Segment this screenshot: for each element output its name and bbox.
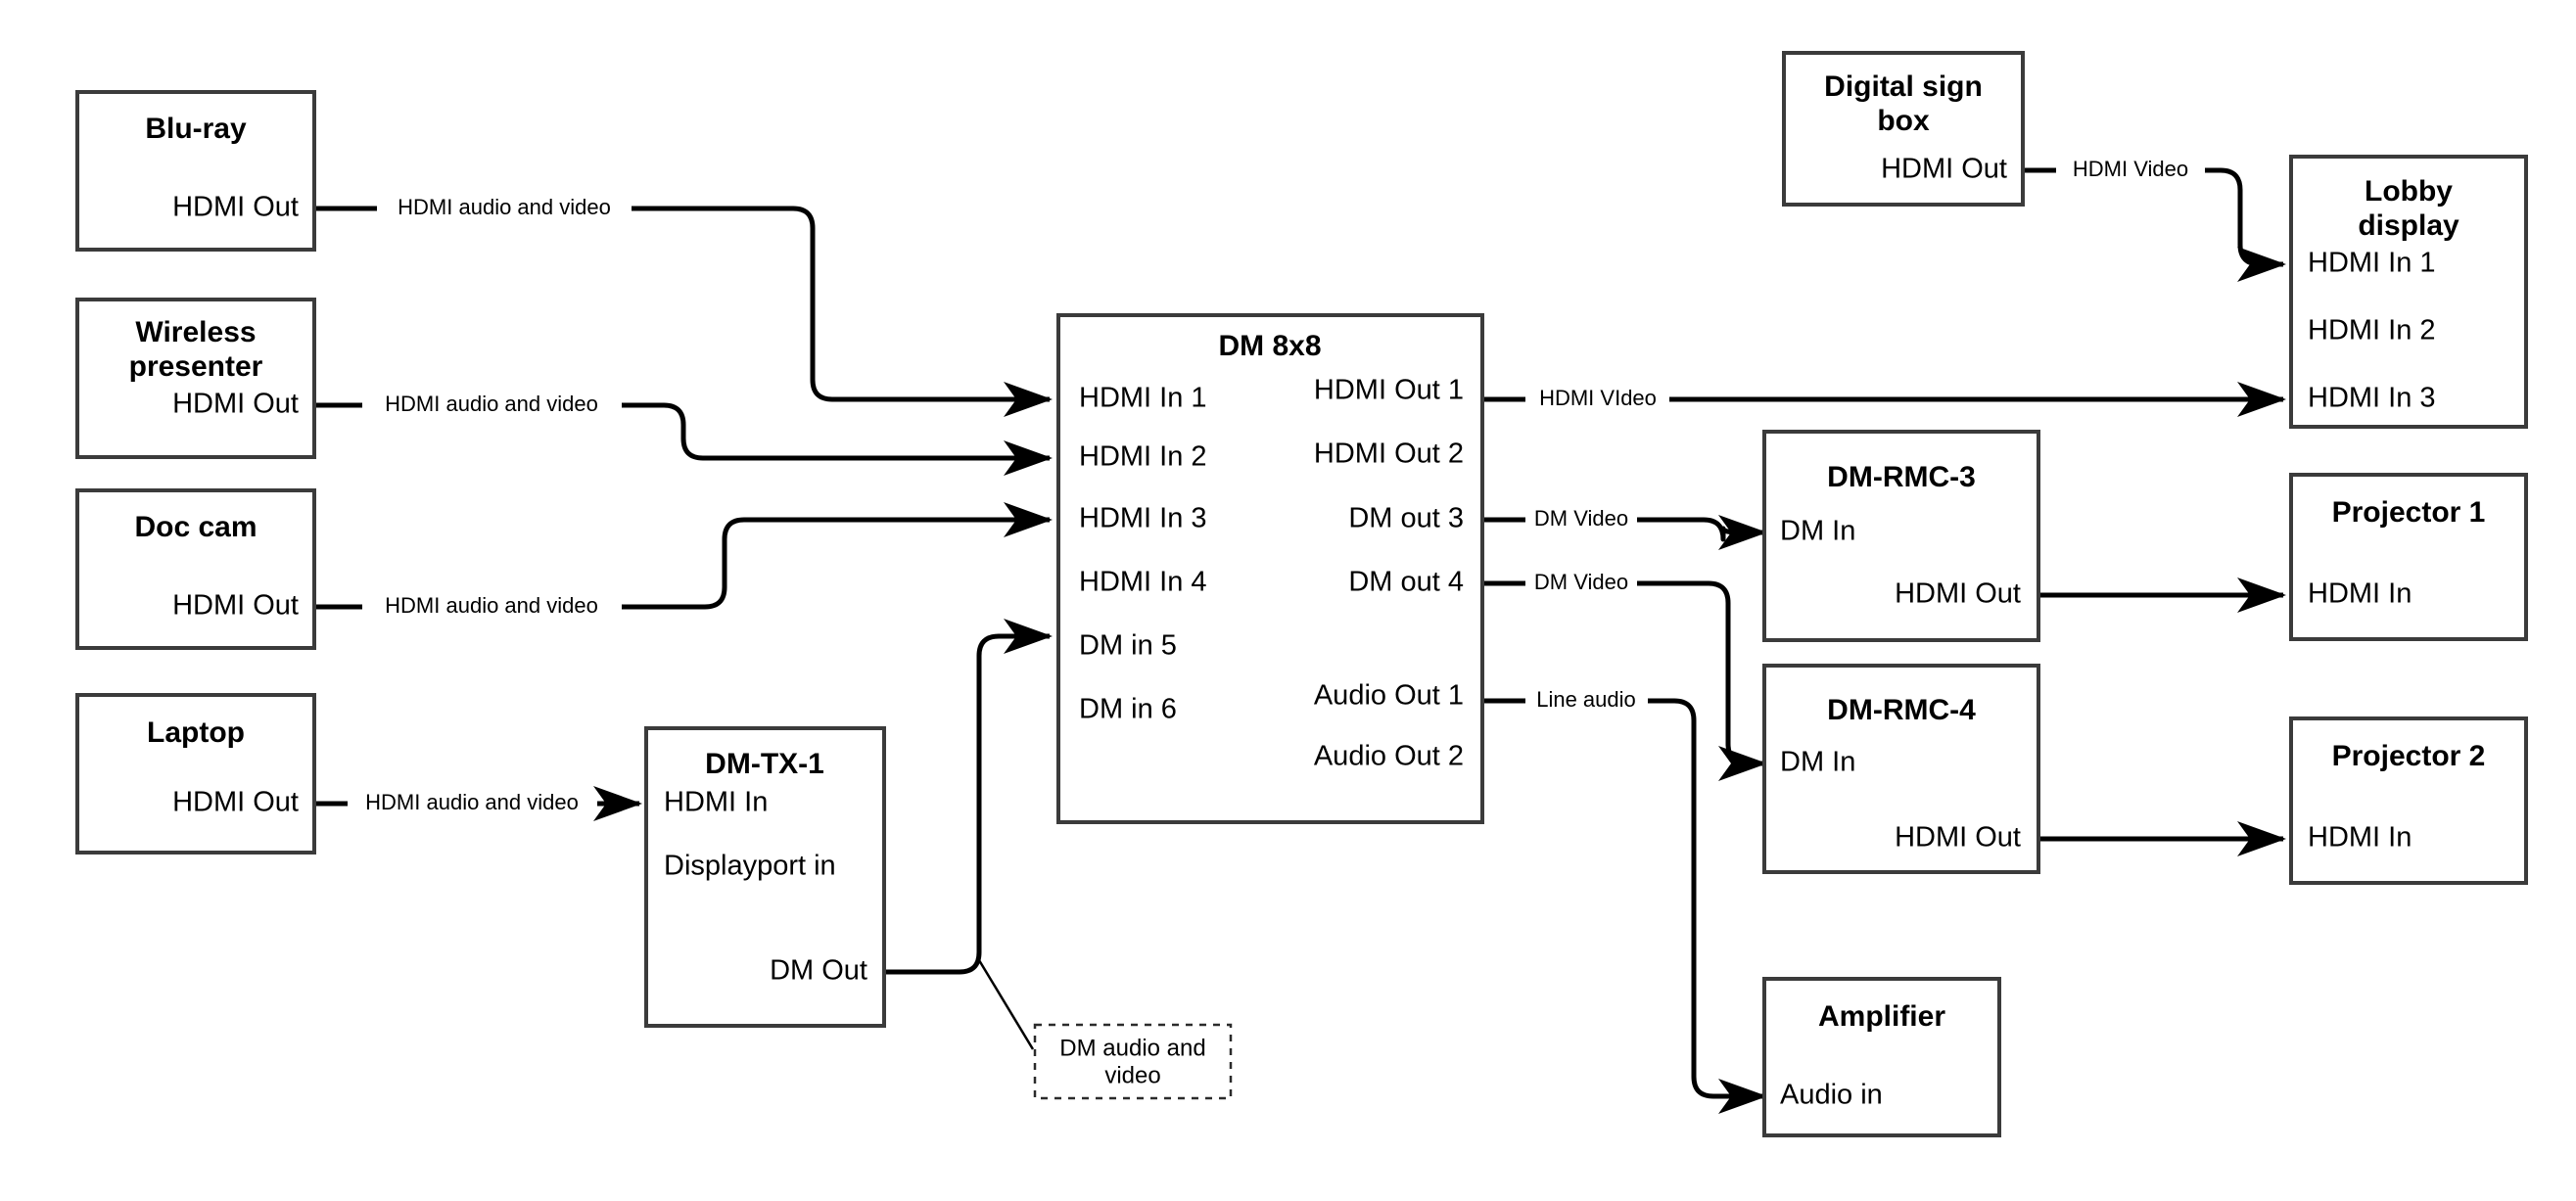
dm8x8-input-dm-in-6: DM in 6	[1079, 694, 1177, 725]
doccam-box-outline	[75, 488, 316, 650]
projector1-title: Projector 1	[2332, 496, 2486, 529]
link-label-bluray-to-dm: HDMI audio and video	[398, 195, 611, 219]
projector1-port-hdmi-in: HDMI In	[2308, 578, 2412, 610]
dm8x8-output-audio-out-2: Audio Out 2	[1314, 741, 1464, 772]
digitalsign-title-line1: Digital sign	[1824, 70, 1983, 103]
dm8x8-output-audio-out-1: Audio Out 1	[1314, 680, 1464, 712]
amplifier-box-outline	[1762, 977, 2001, 1137]
device-box-doc-cam[interactable]: Doc cam HDMI Out	[75, 488, 316, 650]
lobbydisplay-port-hdmi-in-3: HDMI In 3	[2308, 383, 2436, 414]
lobbydisplay-box-outline	[2289, 155, 2528, 429]
wire-wireless-to-dm-hdmi-in-2	[314, 402, 1050, 458]
device-box-projector-1[interactable]: Projector 1 HDMI In	[2289, 473, 2528, 641]
device-box-bluray[interactable]: Blu-ray HDMI Out	[75, 90, 316, 252]
callout-text-line1: DM audio and	[1059, 1035, 1205, 1061]
doccam-title: Doc cam	[134, 511, 257, 543]
wire-sign-to-lobby-hdmi-in-1	[2015, 167, 2283, 264]
projector2-port-hdmi-in: HDMI In	[2308, 822, 2412, 854]
device-box-projector-2[interactable]: Projector 2 HDMI In	[2289, 716, 2528, 885]
device-box-dm-rmc-4[interactable]: DM-RMC-4 DM In HDMI Out	[1762, 664, 2040, 874]
wireless-title-line2: presenter	[129, 350, 263, 383]
dm8x8-input-hdmi-in-3: HDMI In 3	[1079, 503, 1207, 534]
wire-dmtx1-to-dm-in-5	[884, 619, 1054, 975]
callout-leader-line	[977, 959, 1035, 1050]
laptop-port-hdmi-out: HDMI Out	[172, 787, 299, 818]
dm8x8-output-hdmi-out-2: HDMI Out 2	[1314, 439, 1464, 470]
wire-doccam-to-dm-hdmi-in-3	[314, 520, 1050, 610]
dm8x8-input-hdmi-in-1: HDMI In 1	[1079, 383, 1207, 414]
wireless-port-hdmi-out: HDMI Out	[172, 389, 299, 420]
dmrmc3-port-dm-in: DM In	[1780, 516, 1855, 547]
dmrmc4-title: DM-RMC-4	[1827, 694, 1976, 726]
callout-text-line2: video	[1104, 1062, 1160, 1088]
dmrmc3-box-outline	[1762, 430, 2040, 642]
doccam-port-hdmi-out: HDMI Out	[172, 590, 299, 622]
wire-bluray-to-dm-hdmi-in-1	[314, 206, 1050, 399]
device-box-digital-sign-box[interactable]: Digital sign box HDMI Out	[1782, 51, 2025, 207]
laptop-box-outline	[75, 693, 316, 855]
link-label-layer: HDMI audio and video HDMI audio and vide…	[365, 157, 2188, 814]
amplifier-title: Amplifier	[1818, 1000, 1945, 1033]
dmtx1-title: DM-TX-1	[705, 748, 824, 780]
device-box-wireless-presenter[interactable]: Wireless presenter HDMI Out	[75, 298, 316, 459]
link-label-wireless-to-dm: HDMI audio and video	[385, 392, 598, 416]
dmrmc4-port-hdmi-out: HDMI Out	[1895, 822, 2021, 854]
dm8x8-input-hdmi-in-4: HDMI In 4	[1079, 567, 1207, 598]
link-label-sign-to-lobby: HDMI Video	[2073, 157, 2188, 181]
wire-dm-out3-to-rmc3	[1483, 520, 1764, 539]
dm8x8-output-dm-out-4: DM out 4	[1348, 567, 1464, 598]
projector1-box-outline	[2289, 473, 2528, 641]
device-box-laptop[interactable]: Laptop HDMI Out	[75, 693, 316, 855]
device-box-dm-8x8[interactable]: DM 8x8 HDMI In 1 HDMI In 2 HDMI In 3 HDM…	[1056, 313, 1484, 824]
link-label-dm-out4-to-rmc4: DM Video	[1534, 570, 1628, 594]
wireless-title-line1: Wireless	[135, 316, 256, 348]
dm8x8-output-hdmi-out-1: HDMI Out 1	[1314, 375, 1464, 406]
lobbydisplay-port-hdmi-in-1: HDMI In 1	[2308, 248, 2436, 279]
digitalsign-port-hdmi-out: HDMI Out	[1881, 154, 2007, 185]
wire-layer	[314, 167, 2283, 1096]
dm8x8-input-hdmi-in-2: HDMI In 2	[1079, 441, 1207, 473]
dmrmc3-title: DM-RMC-3	[1827, 461, 1976, 493]
callout-dm-audio-and-video: DM audio and video	[1033, 1023, 1233, 1100]
lobbydisplay-title-line1: Lobby	[2365, 175, 2453, 208]
wireless-box-outline	[75, 298, 316, 459]
projector2-title: Projector 2	[2332, 740, 2486, 772]
link-label-laptop-to-dmtx1: HDMI audio and video	[365, 790, 579, 814]
device-box-dm-tx-1[interactable]: DM-TX-1 HDMI In Displayport in DM Out	[644, 726, 886, 1028]
digitalsign-box-outline	[1782, 51, 2025, 207]
dm8x8-title: DM 8x8	[1218, 330, 1321, 362]
device-box-lobby-display[interactable]: Lobby display HDMI In 1 HDMI In 2 HDMI I…	[2289, 155, 2528, 429]
device-box-amplifier[interactable]: Amplifier Audio in	[1762, 977, 2001, 1137]
dm8x8-input-dm-in-5: DM in 5	[1079, 630, 1177, 662]
amplifier-port-audio-in: Audio in	[1780, 1080, 1883, 1111]
dmtx1-port-dm-out: DM Out	[770, 955, 867, 987]
link-label-dm-out3-to-rmc3: DM Video	[1534, 506, 1628, 531]
bluray-title: Blu-ray	[145, 113, 247, 145]
callout-box-outline	[1033, 1023, 1233, 1100]
dmtx1-port-displayport-in: Displayport in	[664, 851, 836, 882]
dm8x8-box-outline	[1056, 313, 1484, 824]
link-label-doccam-to-dm: HDMI audio and video	[385, 593, 598, 618]
dmtx1-port-hdmi-in: HDMI In	[664, 787, 768, 818]
laptop-title: Laptop	[147, 716, 245, 749]
link-label-dm-out1-to-lobby: HDMI VIdeo	[1539, 386, 1657, 410]
digitalsign-title-line2: box	[1877, 105, 1930, 137]
dmrmc4-port-dm-in: DM In	[1780, 747, 1855, 778]
dmtx1-box-outline	[644, 726, 886, 1028]
wire-dm-out4-to-rmc4	[1483, 580, 1764, 763]
bluray-box-outline	[75, 90, 316, 252]
dm8x8-output-dm-out-3: DM out 3	[1348, 503, 1464, 534]
dmrmc3-port-hdmi-out: HDMI Out	[1895, 578, 2021, 610]
device-box-dm-rmc-3[interactable]: DM-RMC-3 DM In HDMI Out	[1762, 430, 2040, 642]
link-label-dm-audio1-to-amp: Line audio	[1536, 687, 1636, 712]
lobbydisplay-title-line2: display	[2358, 209, 2459, 242]
bluray-port-hdmi-out: HDMI Out	[172, 192, 299, 223]
lobbydisplay-port-hdmi-in-2: HDMI In 2	[2308, 315, 2436, 346]
projector2-box-outline	[2289, 716, 2528, 885]
dmrmc4-box-outline	[1762, 664, 2040, 874]
wire-dm-audio1-to-amplifier	[1483, 698, 1764, 1096]
